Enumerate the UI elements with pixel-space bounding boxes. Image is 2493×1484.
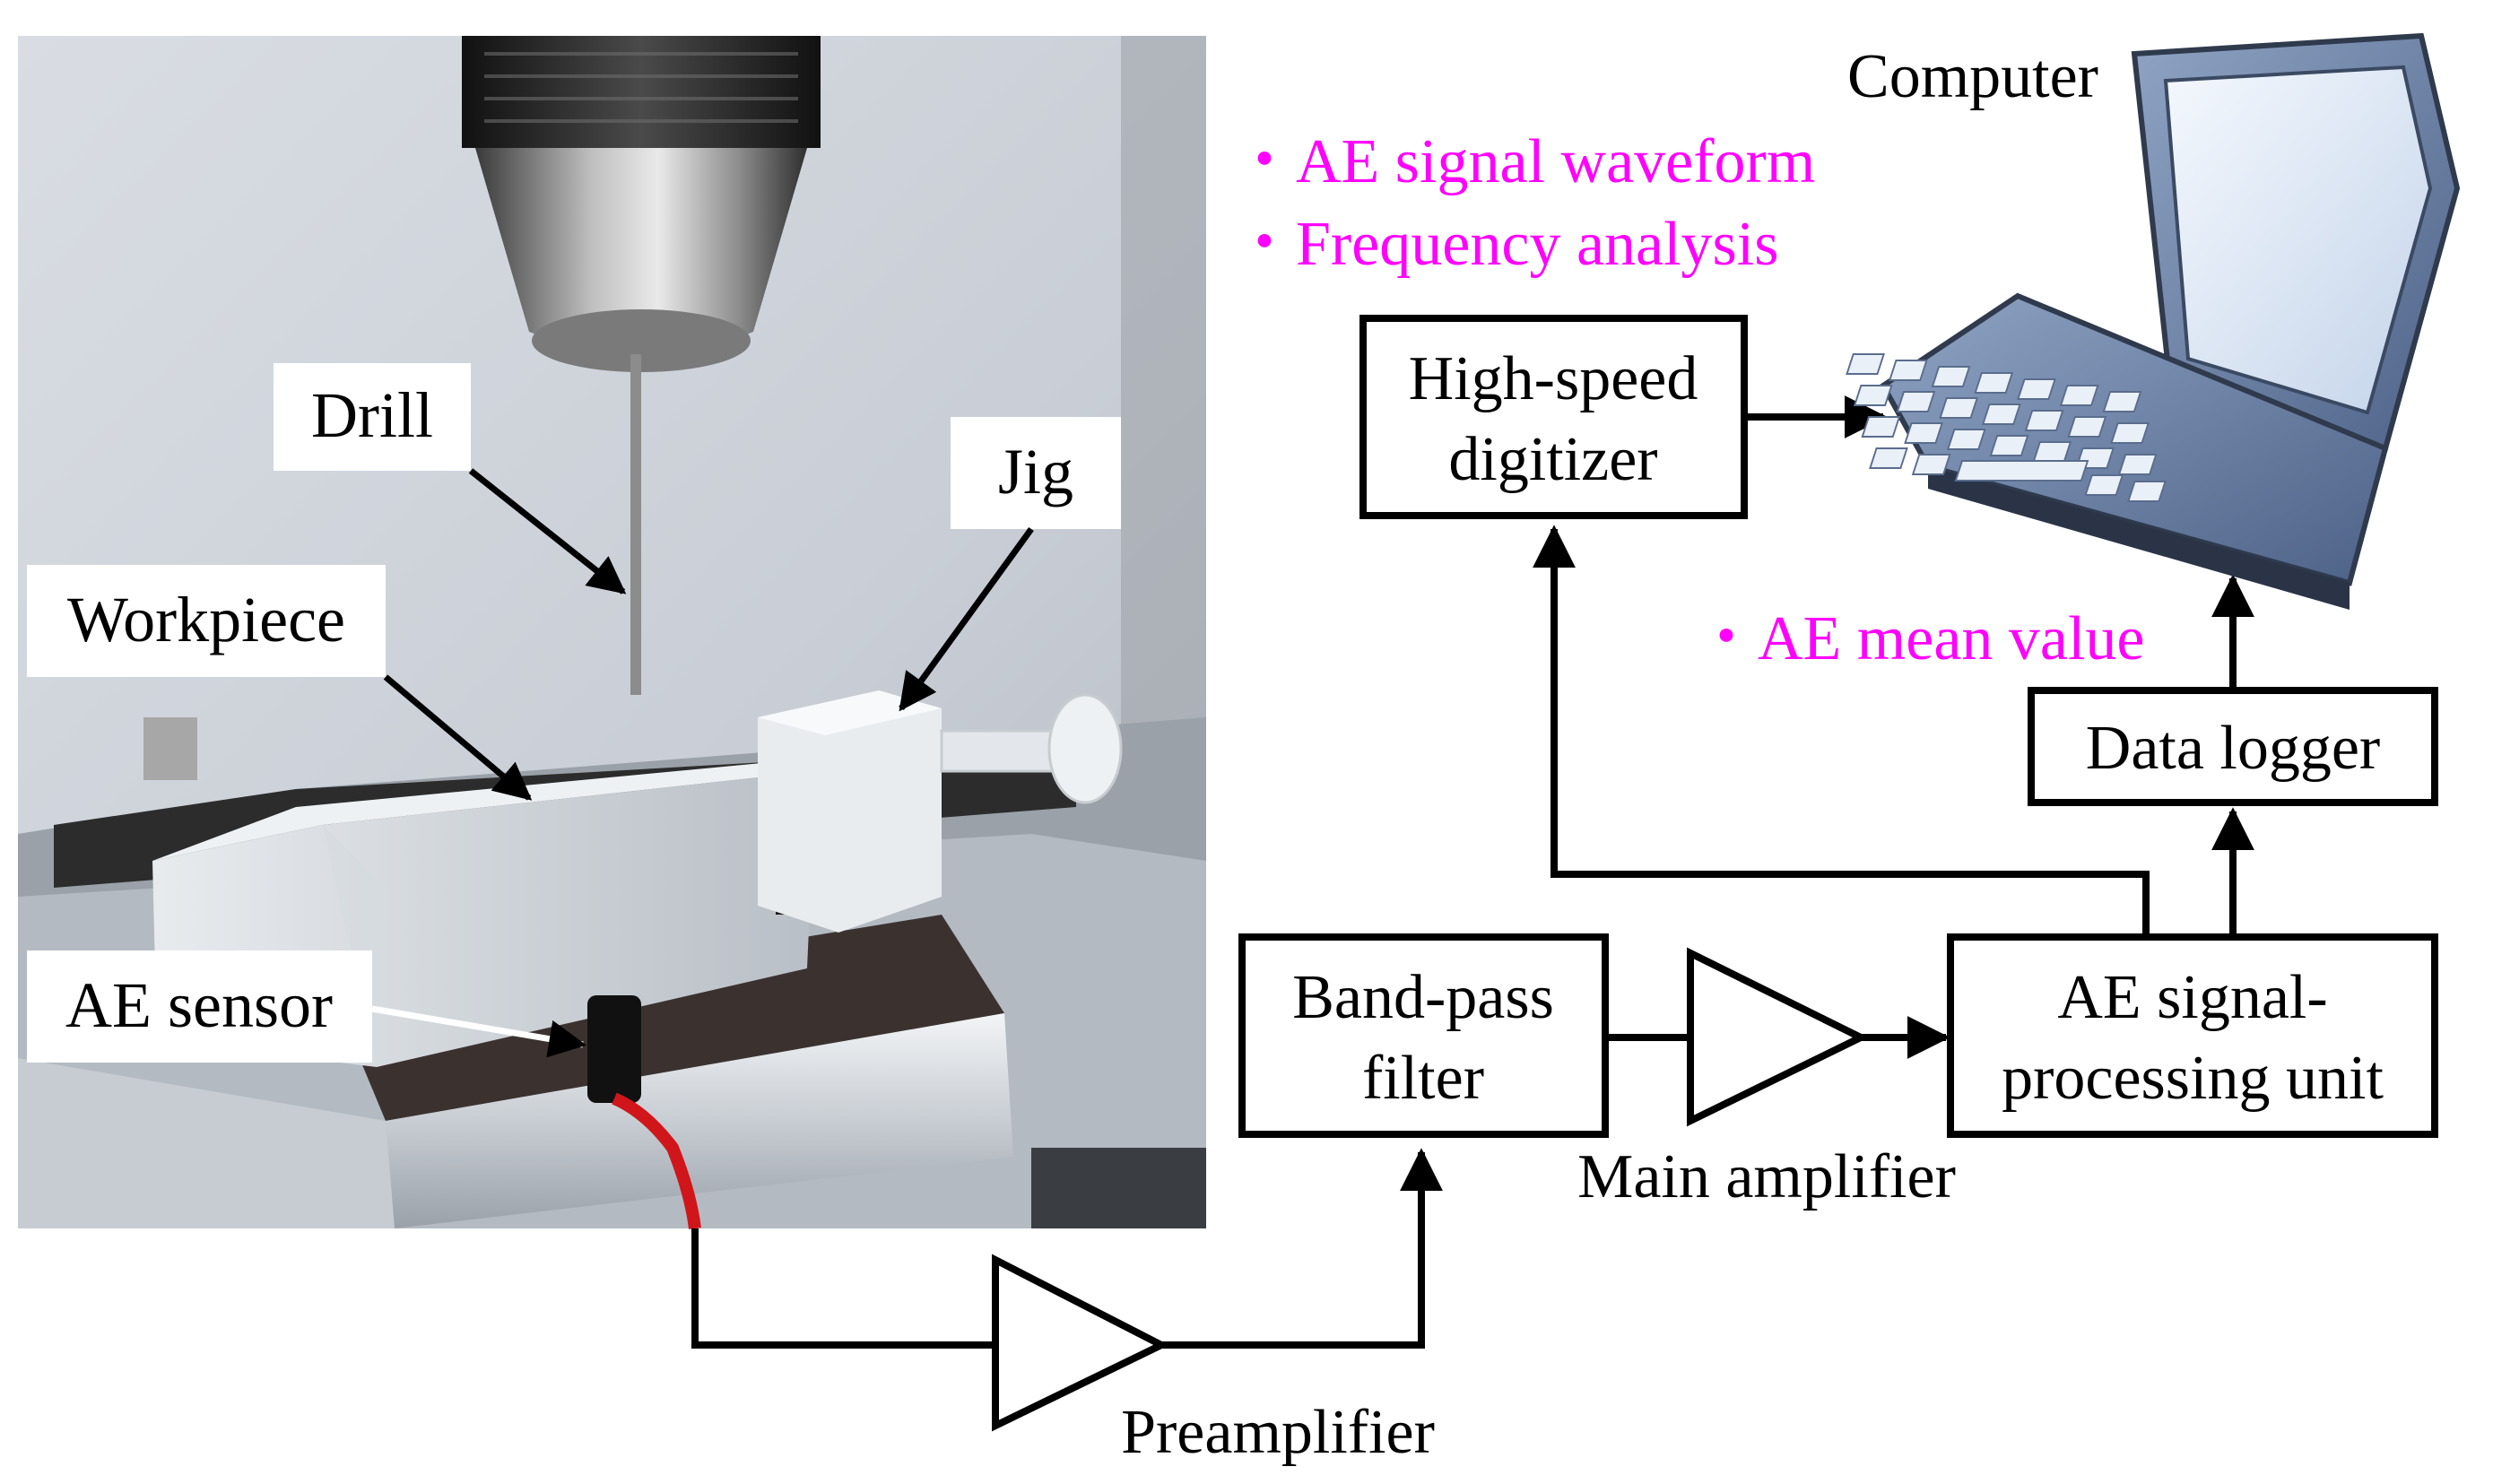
pointer-jig: [899, 526, 1034, 712]
bandpass-line2: filter: [1362, 1044, 1484, 1113]
pointer-ae-sensor: [371, 1005, 587, 1058]
digitizer-line1: High-speed: [1409, 344, 1698, 413]
preamplifier-label: Preamplifier: [1121, 1398, 1435, 1467]
note-ae-mean-value: ・AE mean value: [1695, 604, 2144, 673]
label-workpiece-text: Workpiece: [67, 584, 345, 655]
label-drill: Drill: [274, 363, 471, 471]
bandpass-filter-block: Band-pass filter: [1238, 933, 1609, 1138]
ae-signal-processing-unit-block: AE signal- processing unit: [1947, 933, 2438, 1138]
laptop-keyboard: [1846, 353, 2167, 502]
jig-block: [758, 690, 1123, 933]
pointer-drill: [468, 468, 627, 594]
note-frequency-analysis: ・Frequency analysis: [1233, 210, 1778, 279]
laptop-computer-icon: [1846, 32, 2461, 610]
line-preamp-to-bandpass: [1161, 1148, 1443, 1349]
high-speed-digitizer-block: High-speed digitizer: [1359, 315, 1748, 519]
main-amplifier-label: Main amplifier: [1577, 1142, 1956, 1211]
label-ae-sensor: AE sensor: [27, 950, 372, 1063]
drill-chuck: [462, 36, 821, 372]
preamplifier-triangle: [992, 1254, 1169, 1432]
data-logger-block: Data logger: [2028, 687, 2438, 806]
setup-photo: Drill Jig Workpiece AE sensor: [18, 36, 1206, 1229]
logger-label: Data logger: [2086, 714, 2380, 783]
label-jig: Jig: [951, 417, 1121, 529]
ae-sensor-hardware: [587, 995, 701, 1229]
line-aeunit-to-digitizer: [1533, 525, 2150, 937]
pointer-workpiece: [383, 674, 533, 801]
label-ae-sensor-text: AE sensor: [65, 969, 333, 1041]
aeunit-line1: AE signal-: [2057, 963, 2327, 1032]
computer-label: Computer: [1847, 42, 2098, 111]
note-ae-signal-waveform: ・AE signal waveform: [1233, 127, 1815, 196]
label-drill-text: Drill: [311, 379, 433, 451]
label-workpiece: Workpiece: [27, 565, 386, 677]
bandpass-line1: Band-pass: [1292, 963, 1554, 1032]
main-amplifier-triangle: [1687, 947, 1870, 1127]
label-jig-text: Jig: [998, 436, 1073, 508]
signal-chain: [691, 395, 2254, 1349]
digitizer-line2: digitizer: [1448, 425, 1657, 494]
aeunit-line2: processing unit: [2002, 1044, 2384, 1113]
line-sensor-to-preamp: [691, 1228, 995, 1349]
drill-bit: [630, 354, 641, 695]
laptop-screen: [2163, 65, 2433, 415]
